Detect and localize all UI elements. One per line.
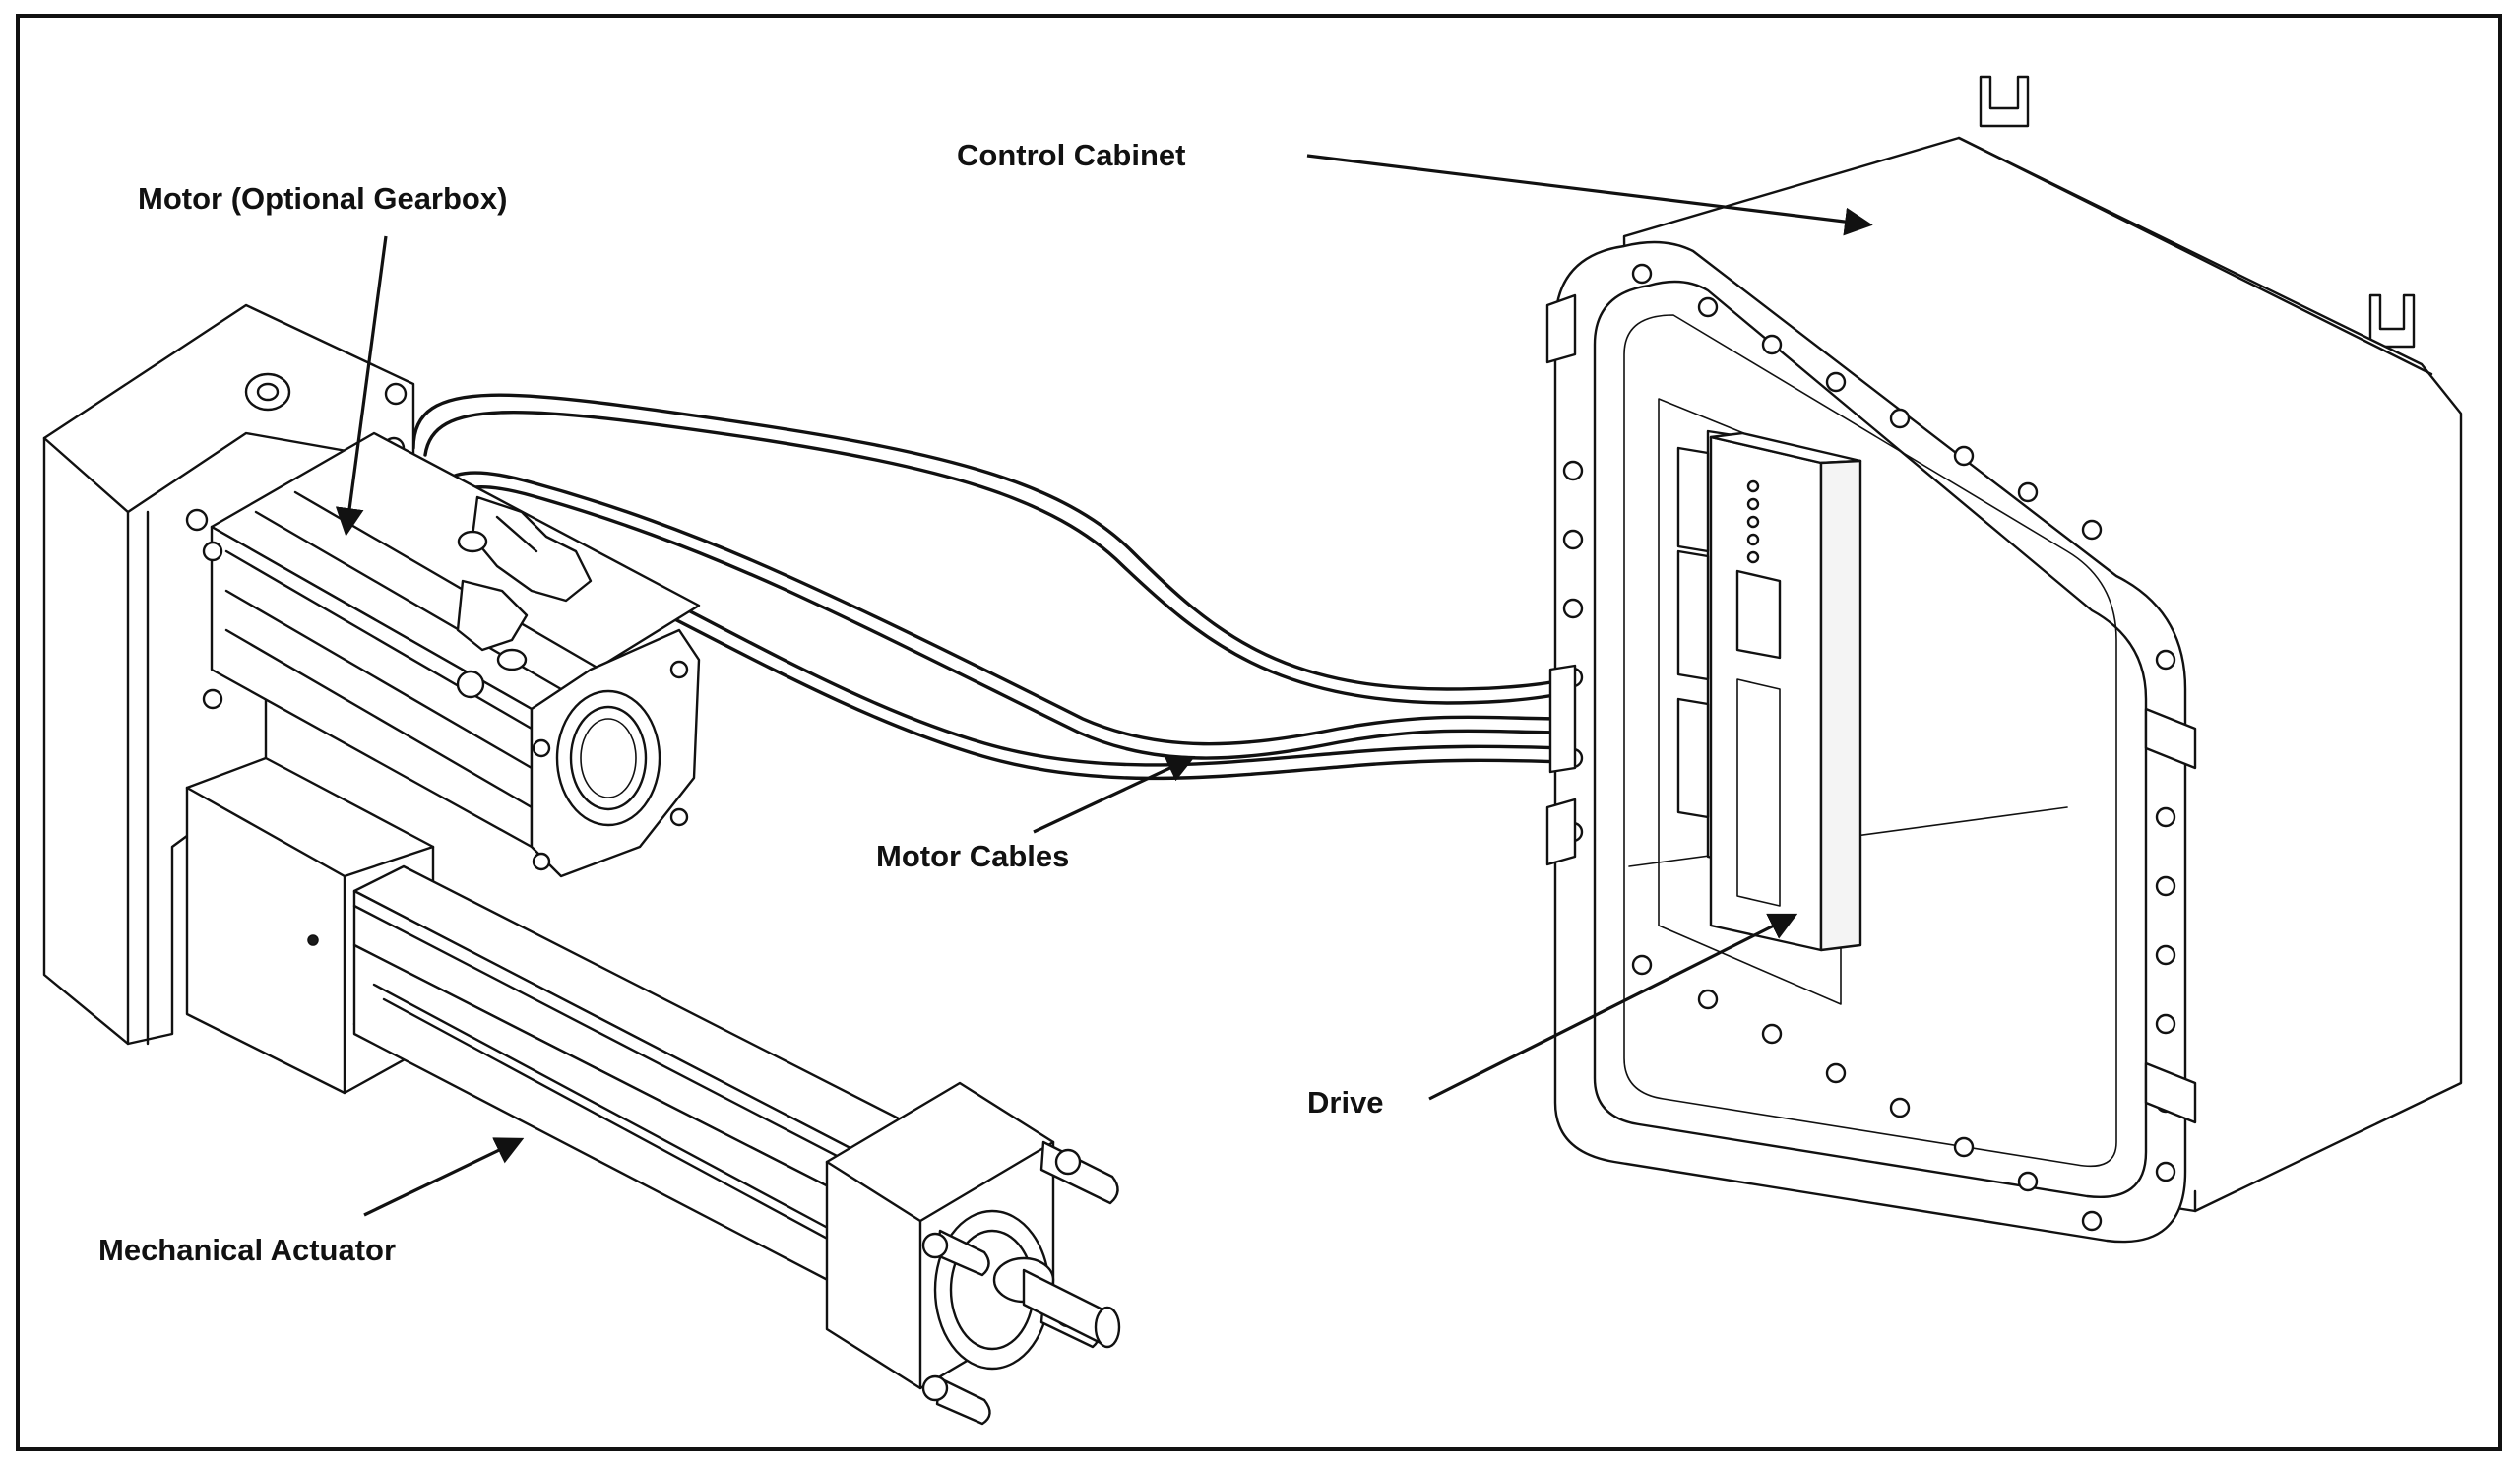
label-drive: Drive: [1307, 913, 1798, 1119]
control-cabinet-label: Control Cabinet: [957, 138, 1186, 172]
diagram-border: [16, 14, 2502, 1451]
mechanical-actuator-label: Mechanical Actuator: [98, 1233, 396, 1267]
label-motor-cables: Motor Cables: [876, 755, 1196, 873]
mechanical-actuator: [185, 756, 1121, 1426]
drive: [1676, 429, 1862, 952]
motor-cables-label: Motor Cables: [876, 839, 1069, 873]
flange-bolts: [1562, 263, 2176, 1232]
drive-label: Drive: [1307, 1085, 1384, 1119]
motor: [42, 303, 701, 1046]
label-control-cabinet: Control Cabinet: [957, 138, 1873, 236]
motor-label: Motor (Optional Gearbox): [138, 181, 507, 216]
label-mechanical-actuator: Mechanical Actuator: [98, 1137, 525, 1267]
label-motor: Motor (Optional Gearbox): [138, 181, 507, 537]
